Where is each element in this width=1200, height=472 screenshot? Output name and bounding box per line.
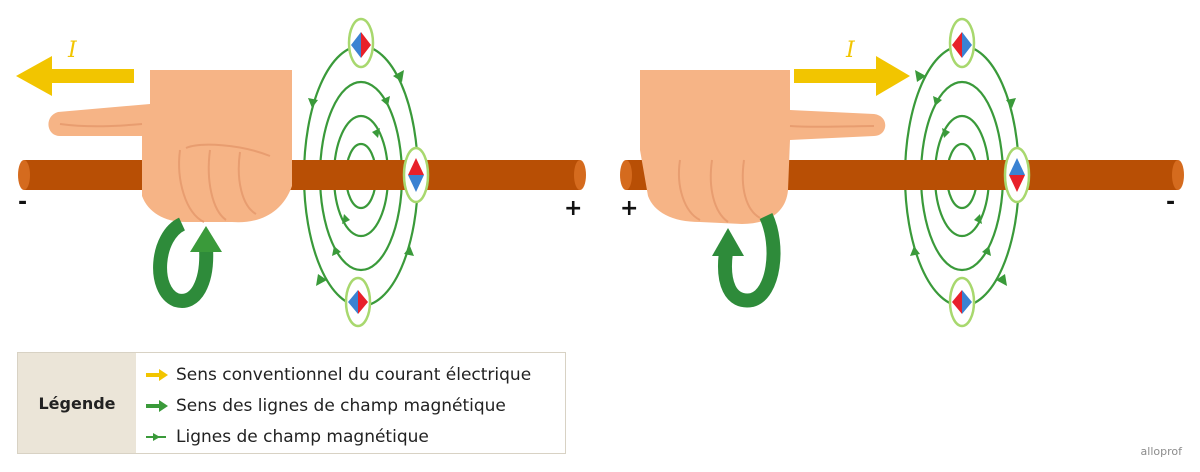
legend: Légende Sens conventionnel du courant él… xyxy=(17,352,566,454)
legend-item-label: Lignes de champ magnétique xyxy=(176,426,429,447)
left-compass-right xyxy=(402,146,430,204)
legend-item-label: Sens des lignes de champ magnétique xyxy=(176,395,506,416)
left-compass-top xyxy=(347,17,375,69)
legend-item-field-lines: Lignes de champ magnétique xyxy=(146,421,565,452)
left-wire xyxy=(18,160,586,190)
right-panel-right-sign: - xyxy=(1166,190,1176,215)
legend-title: Légende xyxy=(18,353,136,453)
left-panel xyxy=(16,17,586,328)
right-panel-left-sign: + xyxy=(620,196,639,221)
green-line-arrow-icon xyxy=(146,432,166,441)
right-compass-right xyxy=(1003,146,1031,204)
left-rotation-arrow xyxy=(153,217,222,308)
green-arrow-icon xyxy=(146,399,168,412)
right-hand xyxy=(640,70,886,224)
right-panel xyxy=(620,17,1184,328)
right-field-arrowheads xyxy=(910,70,1016,286)
left-panel-right-sign: + xyxy=(564,196,583,221)
right-rotation-arrow xyxy=(712,213,781,308)
legend-items: Sens conventionnel du courant électrique… xyxy=(136,353,565,453)
left-compass-bottom xyxy=(344,276,372,328)
left-field-arrowheads xyxy=(308,70,414,286)
left-current-label: I xyxy=(68,38,77,63)
left-current-arrow xyxy=(16,56,134,96)
legend-item-current: Sens conventionnel du courant électrique xyxy=(146,359,565,390)
brand-logo: alloprof xyxy=(1140,445,1182,458)
legend-item-label: Sens conventionnel du courant électrique xyxy=(176,364,532,385)
left-hand xyxy=(48,70,292,223)
right-compass-bottom xyxy=(948,276,976,328)
left-panel-left-sign: - xyxy=(18,190,28,215)
right-current-arrow xyxy=(794,56,910,96)
legend-item-field-direction: Sens des lignes de champ magnétique xyxy=(146,390,565,421)
yellow-arrow-icon xyxy=(146,368,168,381)
right-compass-top xyxy=(948,17,976,69)
right-current-label: I xyxy=(846,38,855,63)
